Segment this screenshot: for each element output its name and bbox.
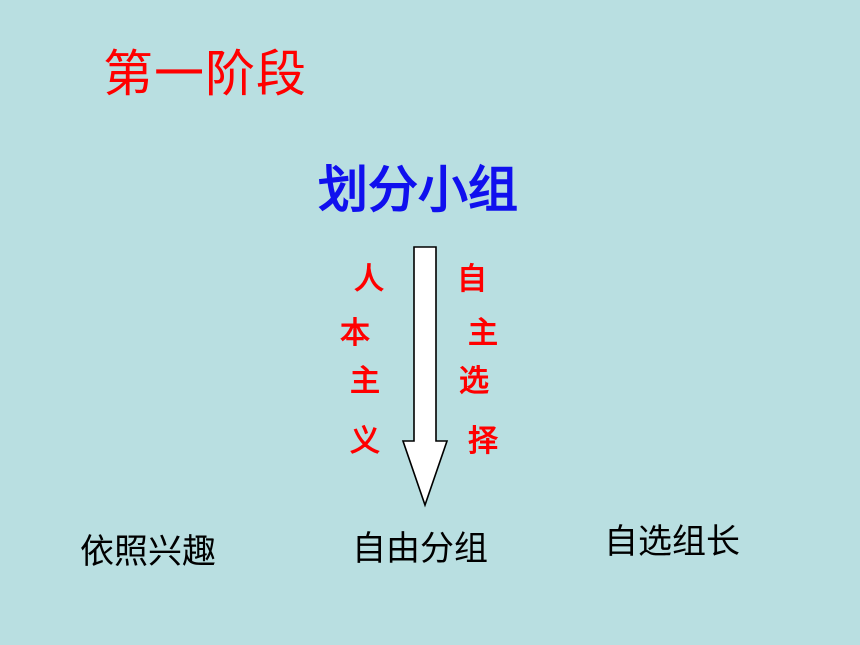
main-title: 划分小组 — [318, 161, 518, 219]
label-choose-leader: 自选组长 — [604, 522, 740, 562]
label-free-grouping: 自由分组 — [352, 529, 488, 569]
right-char-2: 主 — [468, 316, 498, 351]
left-char-3: 主 — [350, 364, 380, 399]
left-char-2: 本 — [340, 316, 370, 351]
label-by-interest: 依照兴趣 — [80, 532, 216, 572]
right-char-4: 择 — [468, 424, 498, 459]
arrow-shape — [401, 246, 449, 508]
down-arrow-icon — [401, 246, 449, 508]
stage-title: 第一阶段 — [103, 45, 307, 103]
right-char-1: 自 — [457, 262, 487, 297]
right-char-3: 选 — [459, 364, 489, 399]
left-char-4: 义 — [350, 424, 380, 459]
left-char-1: 人 — [354, 262, 384, 297]
